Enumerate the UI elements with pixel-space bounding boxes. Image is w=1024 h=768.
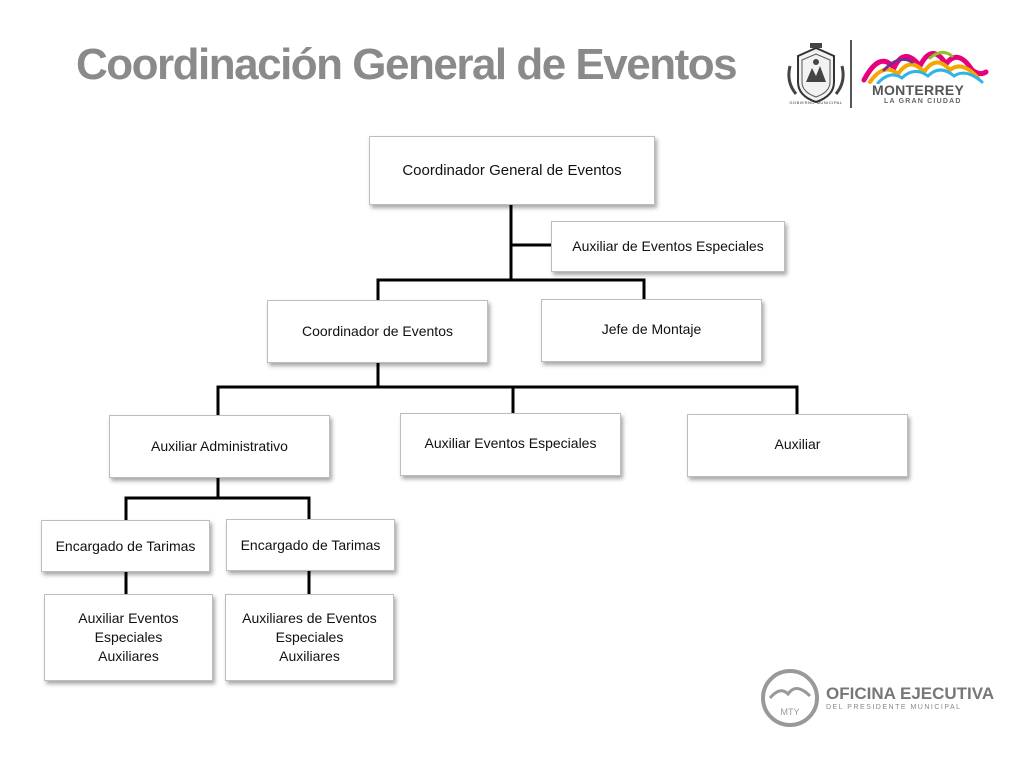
page-title: Coordinación General de Eventos [76, 40, 738, 89]
node-label: Coordinador General de Eventos [402, 162, 622, 179]
city-name: MONTERREY [872, 82, 965, 98]
oficina-ejecutiva-logo-icon: MTY [761, 669, 819, 727]
node-coordinador-eventos: Coordinador de Eventos [267, 300, 488, 363]
node-auxiliar-eventos-especiales: Auxiliar Eventos Especiales [400, 413, 621, 476]
node-label: Encargado de Tarimas [55, 537, 196, 554]
node-label: Auxiliar de Eventos Especiales [572, 238, 764, 254]
node-label: Auxiliar [774, 436, 821, 452]
node-jefe-montaje: Jefe de Montaje [541, 299, 762, 362]
node-auxiliar: Auxiliar [687, 414, 908, 477]
node-label: Auxiliar Administrativo [151, 438, 288, 454]
node-label: Jefe de Montaje [601, 321, 702, 337]
node-label: Coordinador de Eventos [302, 323, 453, 339]
city-tagline: LA GRAN CIUDAD [884, 98, 962, 105]
municipal-seal-icon [787, 43, 845, 104]
node-auxiliar-administrativo: Auxiliar Administrativo [109, 415, 330, 478]
node-label: Auxiliar Eventos Especiales [424, 435, 597, 451]
node-auxiliares-2: Auxiliares de Eventos Especiales Auxilia… [225, 594, 394, 681]
logo-divider [850, 40, 852, 108]
node-auxiliares-1: Auxiliar Eventos Especiales Auxiliares [44, 594, 213, 681]
node-encargado-tarimas-2: Encargado de Tarimas [226, 519, 395, 571]
seal-caption: GOBIERNO MUNICIPAL [789, 100, 843, 105]
office-name: OFICINA EJECUTIVA [826, 684, 995, 703]
node-label: Encargado de Tarimas [240, 537, 381, 553]
node-auxiliar-eventos-especiales-top: Auxiliar de Eventos Especiales [551, 221, 785, 272]
office-subtitle: DEL PRESIDENTE MUNICIPAL [826, 704, 962, 711]
office-badge-text: MTY [781, 707, 800, 717]
node-label: Auxiliar Eventos Especiales Auxiliares [78, 610, 179, 664]
node-encargado-tarimas-1: Encargado de Tarimas [41, 520, 210, 572]
monterrey-mountains-icon [861, 51, 989, 84]
node-label: Auxiliares de Eventos Especiales Auxilia… [242, 610, 377, 664]
node-coordinador-general: Coordinador General de Eventos [369, 136, 655, 205]
